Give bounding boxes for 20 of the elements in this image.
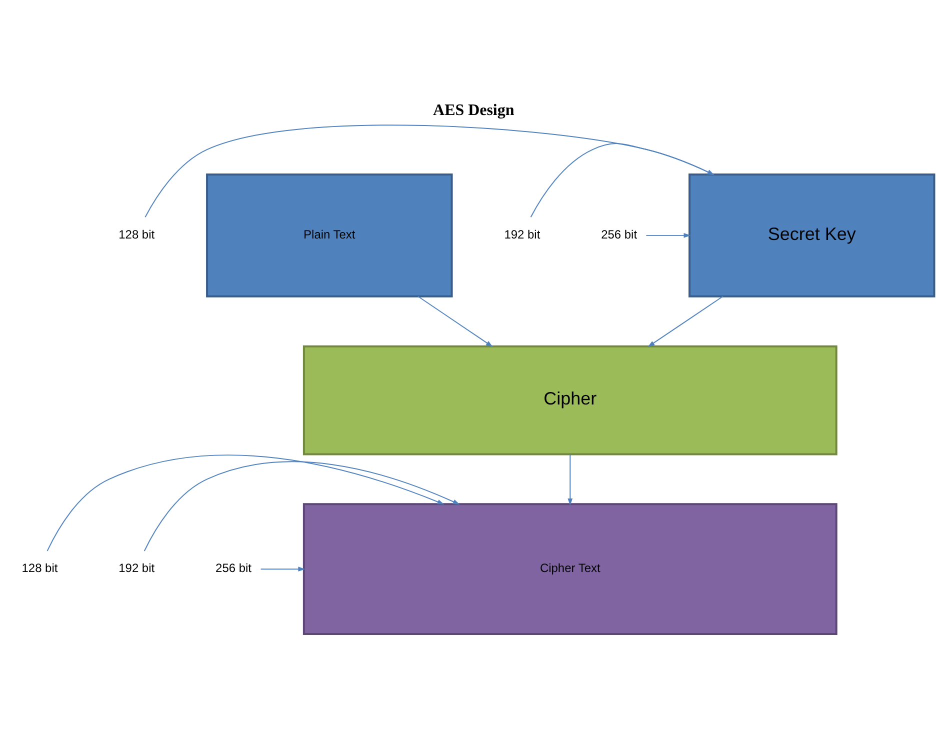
arrow xyxy=(144,460,460,551)
diagram-title: AES Design xyxy=(433,101,514,118)
node-text: 256 bit xyxy=(216,560,252,575)
arrow xyxy=(418,295,493,347)
arrow xyxy=(530,142,714,218)
node-box: Cipher xyxy=(302,344,838,455)
arrow xyxy=(646,232,691,238)
node-text: 256 bit xyxy=(601,227,638,242)
node-box: Plain Text xyxy=(206,173,453,297)
node-text: 192 bit xyxy=(504,227,540,242)
arrow xyxy=(648,295,724,346)
arrow xyxy=(260,566,306,572)
arrow xyxy=(144,124,714,218)
node-box: Cipher Text xyxy=(302,502,838,634)
arrow xyxy=(568,454,573,505)
node-text: 128 bit xyxy=(118,227,155,242)
node-text: 192 bit xyxy=(118,560,155,575)
arrow xyxy=(46,454,444,551)
node-text: 128 bit xyxy=(22,560,58,575)
node-box: Secret Key xyxy=(688,173,936,297)
